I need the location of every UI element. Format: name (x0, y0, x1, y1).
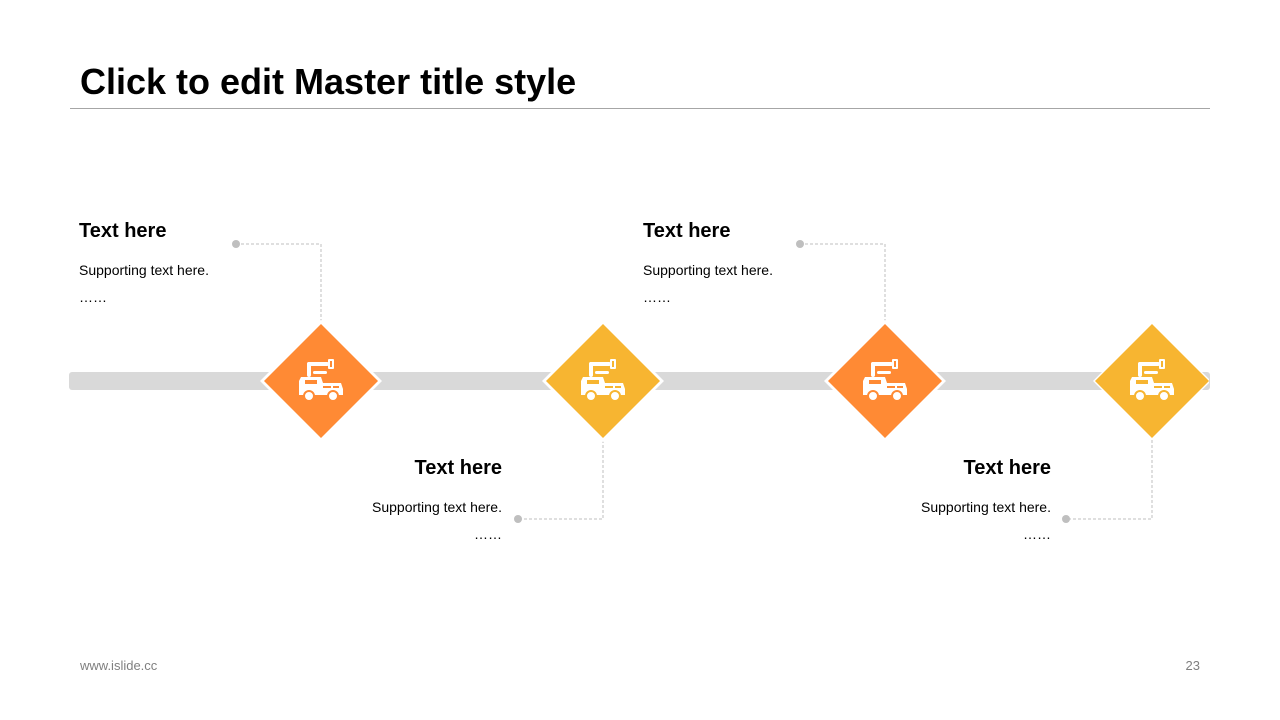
step-1-dots[interactable]: …… (79, 289, 107, 305)
step-3-support[interactable]: Supporting text here. (643, 262, 773, 278)
connector-3 (800, 243, 886, 322)
title-divider (70, 108, 1210, 109)
step-3-heading[interactable]: Text here (643, 220, 731, 242)
step-4-dots[interactable]: …… (1023, 526, 1051, 542)
step-node-2 (542, 320, 664, 442)
slide-title[interactable]: Click to edit Master title style (80, 61, 577, 102)
step-2-dots[interactable]: …… (474, 526, 502, 542)
step-2-heading[interactable]: Text here (414, 457, 502, 479)
footer-url: www.islide.cc (80, 658, 158, 673)
step-1-support[interactable]: Supporting text here. (79, 262, 209, 278)
step-4-heading[interactable]: Text here (963, 457, 1051, 479)
connector-4 (1066, 440, 1153, 520)
connector-dot-4 (1062, 515, 1070, 523)
step-3-dots[interactable]: …… (643, 289, 671, 305)
page-number: 23 (1185, 658, 1200, 673)
step-node-1 (260, 320, 382, 442)
step-1-heading[interactable]: Text here (79, 220, 167, 242)
step-4-support[interactable]: Supporting text here. (921, 499, 1051, 515)
step-2-support[interactable]: Supporting text here. (372, 499, 502, 515)
connector-dot-3 (796, 240, 804, 248)
connector-dot-1 (232, 240, 240, 248)
step-node-4 (1093, 322, 1209, 440)
connector-dot-2 (514, 515, 522, 523)
step-node-3 (824, 320, 946, 442)
connector-2 (518, 440, 604, 520)
connector-1 (236, 243, 322, 322)
